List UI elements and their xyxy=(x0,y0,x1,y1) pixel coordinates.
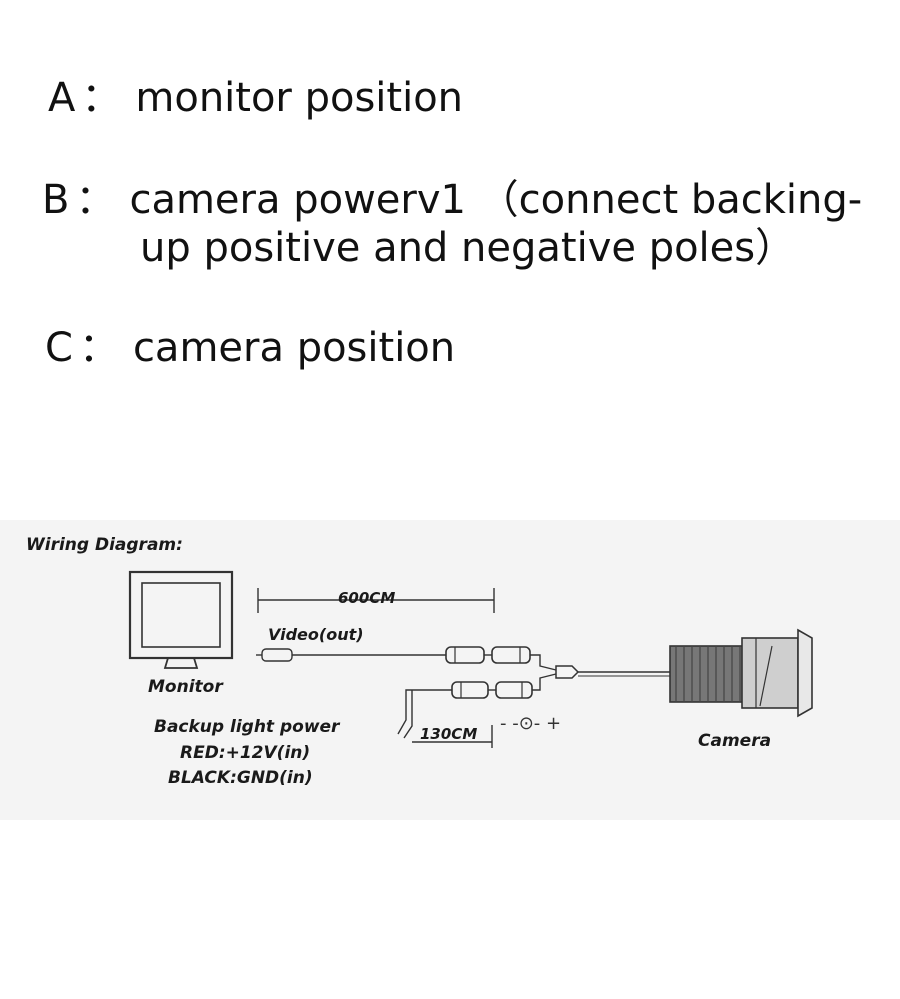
dimension-line-short xyxy=(412,725,493,748)
video-cable xyxy=(256,648,446,662)
red-wire-label: RED:+12V(in) xyxy=(180,743,310,763)
length-label-short: 130CM xyxy=(420,725,477,743)
legend-separator-a: ： xyxy=(81,75,122,121)
legend-separator-c: ： xyxy=(78,325,119,371)
legend-separator-b: ： xyxy=(75,177,116,223)
legend-text-b-line2: up positive and negative poles） xyxy=(140,225,796,271)
legend-item-b-continued: up positive and negative poles） xyxy=(140,224,795,272)
backup-light-power-label: Backup light power xyxy=(154,717,341,737)
legend-item-a: A： monitor position xyxy=(48,74,463,122)
dimension-line-long xyxy=(257,588,495,613)
legend-text-c: camera position xyxy=(132,325,456,371)
black-wire-label: BLACK:GND(in) xyxy=(168,768,313,788)
monitor-label: Monitor xyxy=(148,677,224,697)
diagram-title: Wiring Diagram: xyxy=(26,535,183,555)
camera-icon xyxy=(669,628,813,718)
length-label-long: 600CM xyxy=(338,589,395,607)
legend-key-b: B xyxy=(42,177,70,223)
legend-key-a: A xyxy=(48,75,76,121)
video-label: Video(out) xyxy=(268,625,364,644)
camera-label: Camera xyxy=(698,731,771,751)
junction-cable xyxy=(530,654,670,691)
wiring-diagram: Wiring Diagram: Monitor 600CM Video(out) xyxy=(0,520,900,820)
monitor-icon xyxy=(128,570,234,669)
legend-item-b: B： camera powerv1 （connect backing- xyxy=(42,176,862,224)
polarity-symbol: - -⊙- + xyxy=(500,713,561,734)
legend-text-a: monitor position xyxy=(135,75,464,121)
power-lead xyxy=(397,689,452,739)
legend-key-c: C xyxy=(45,325,73,371)
legend-item-c: C： camera position xyxy=(45,324,455,372)
legend-text-b: camera powerv1 （connect backing- xyxy=(129,177,863,223)
